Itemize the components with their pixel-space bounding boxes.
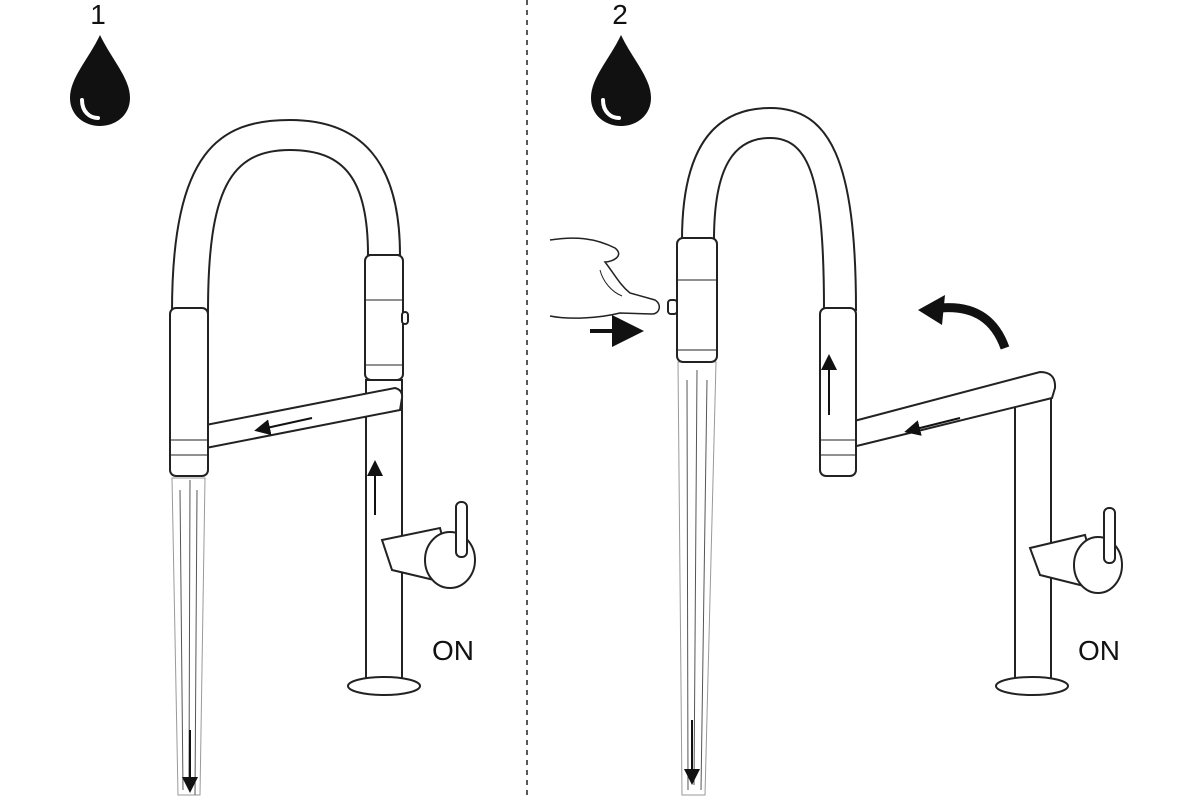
faucet-stem [1014, 394, 1052, 686]
on-label: ON [432, 635, 474, 666]
faucet-base [995, 676, 1069, 696]
flow-left-arrow [254, 417, 313, 436]
swivel-arm [169, 386, 404, 457]
step-1-panel: 1 ON [70, 0, 476, 796]
step-2-number: 2 [612, 0, 628, 30]
spray-head-removed [676, 237, 718, 363]
faucet-base [347, 676, 421, 696]
faucet-body-right [819, 307, 857, 477]
water-stream [677, 361, 717, 796]
spray-button [401, 311, 409, 325]
water-drop-icon [591, 35, 651, 126]
faucet-stem [365, 379, 403, 686]
lever-handle [380, 501, 476, 589]
swivel-arm [819, 370, 1057, 457]
on-label: ON [1078, 635, 1120, 666]
spray-head [364, 254, 404, 381]
faucet-body-left [169, 307, 209, 477]
water-drop-icon [70, 35, 130, 126]
water-stream [171, 477, 206, 796]
step-2-panel: 2 ON [549, 0, 1123, 796]
step-1-number: 1 [90, 0, 106, 30]
lever-handle [1028, 507, 1123, 594]
hose-arc [680, 106, 858, 311]
spray-button [667, 299, 678, 315]
rotate-arrow-icon [939, 303, 1010, 350]
hand-pressing-icon [549, 237, 660, 319]
flow-left-arrow [904, 417, 961, 436]
